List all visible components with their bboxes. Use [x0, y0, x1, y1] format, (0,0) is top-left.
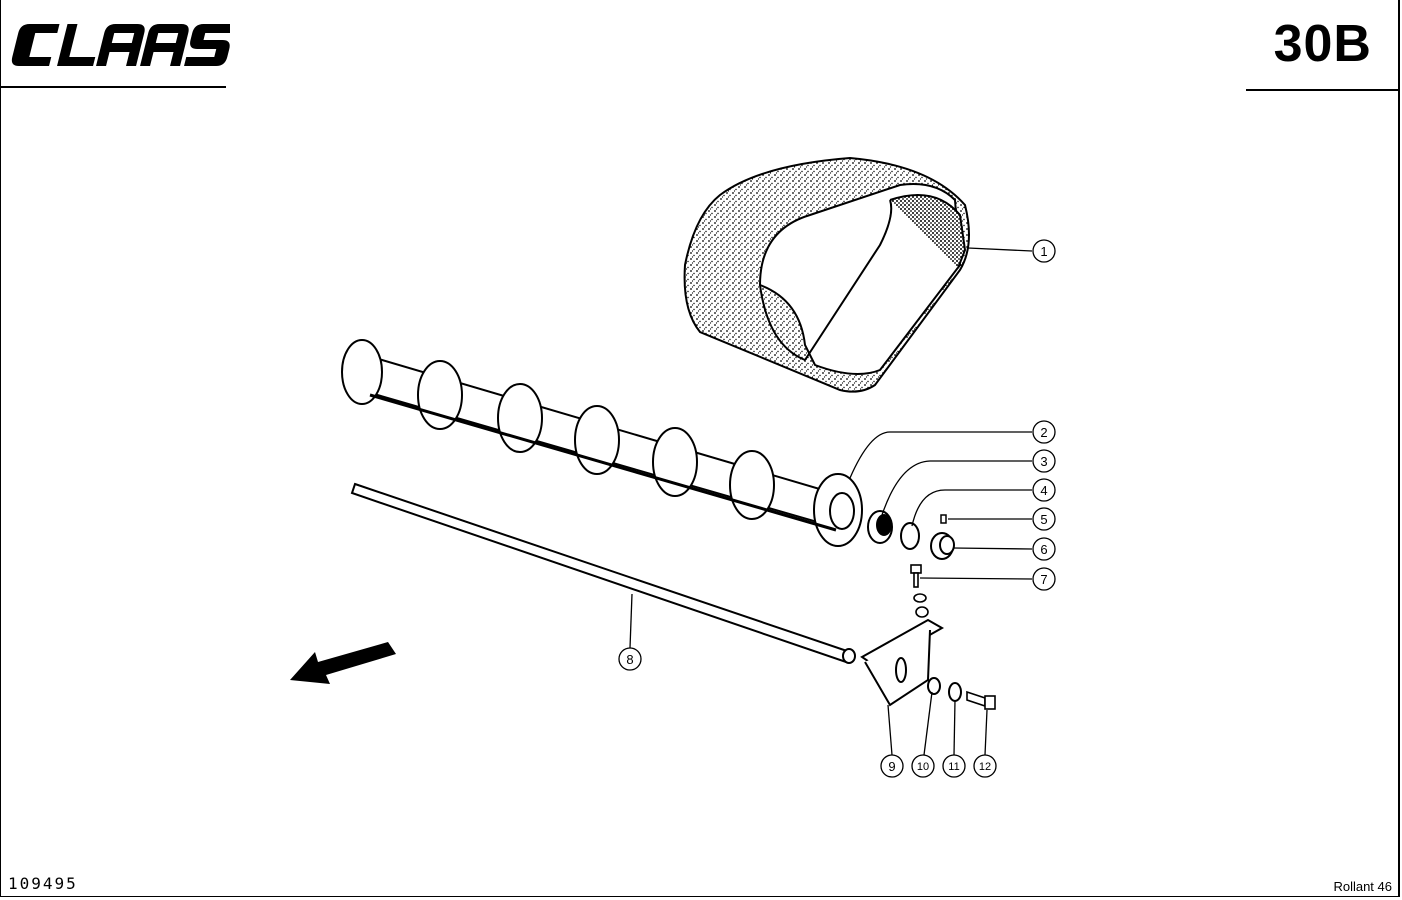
- bolt-upper: [910, 564, 929, 618]
- bracket: [860, 618, 945, 707]
- callout-label: 2: [1040, 425, 1047, 440]
- arrow-icon: [290, 642, 396, 684]
- callout-label: 12: [979, 761, 991, 773]
- callout-label: 9: [888, 759, 895, 774]
- claas-logo: [11, 24, 230, 66]
- callout-label: 4: [1040, 483, 1047, 498]
- callout-label: 1: [1040, 244, 1047, 259]
- callout-label: 11: [948, 761, 959, 773]
- document-number: 109495: [8, 874, 78, 893]
- bearing-housing: [930, 532, 955, 560]
- bolt-lower: [966, 690, 996, 710]
- callout-label: 7: [1040, 572, 1047, 587]
- belt: [683, 156, 970, 393]
- bearing: [867, 510, 893, 544]
- callout-label: 8: [626, 652, 633, 667]
- page-code-underline: [1246, 89, 1400, 91]
- ring: [900, 522, 920, 550]
- logo-underline: [0, 86, 226, 88]
- page-code: 30B: [1273, 15, 1372, 73]
- washer-11: [948, 682, 962, 702]
- grease-nipple: [940, 514, 947, 524]
- callout-label: 6: [1040, 542, 1047, 557]
- leader-lines: [629, 247, 1033, 756]
- roller-shaft: [341, 339, 863, 547]
- washer-10: [927, 677, 941, 695]
- callouts: [618, 239, 1056, 778]
- rod: [350, 482, 856, 664]
- model-name: Rollant 46: [1333, 879, 1392, 894]
- callout-label: 5: [1040, 512, 1047, 527]
- callout-label: 10: [917, 761, 929, 773]
- callout-label: 3: [1040, 454, 1047, 469]
